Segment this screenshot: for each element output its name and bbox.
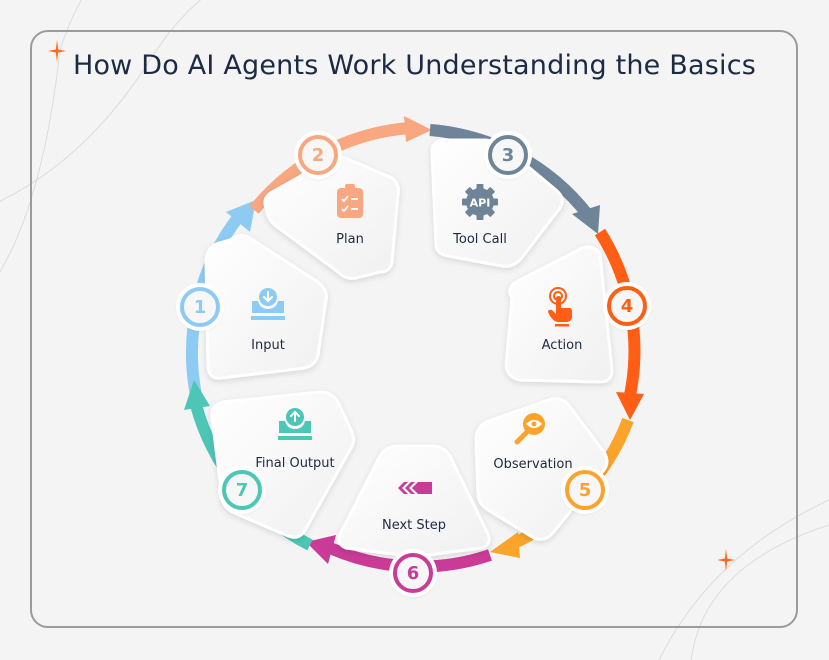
- api-gear-icon: API: [462, 184, 498, 220]
- step-number-3: 3: [488, 135, 528, 175]
- step-label-final-output: Final Output: [255, 456, 335, 471]
- sparkle-icon: [48, 40, 66, 62]
- step-number-2: 2: [298, 135, 338, 175]
- chevrons-left-icon: [398, 482, 432, 494]
- card-next-step: [337, 444, 491, 559]
- step-label-plan: Plan: [336, 232, 364, 247]
- tap-hand-icon: [548, 287, 572, 327]
- content-frame: [30, 30, 798, 628]
- step-number-4: 4: [607, 286, 647, 326]
- page-title: How Do AI Agents Work Understanding the …: [72, 50, 757, 81]
- upload-tray-icon: [278, 408, 312, 440]
- clipboard-checklist-icon: [337, 184, 363, 218]
- step-label-next-step: Next Step: [381, 518, 447, 533]
- sparkle-icon: [717, 549, 735, 571]
- step-number-7: 7: [222, 470, 262, 510]
- svg-text:API: API: [470, 197, 491, 210]
- step-label-input: Input: [251, 338, 285, 353]
- step-number-1: 1: [180, 287, 220, 327]
- magnifier-eye-icon: [514, 413, 545, 445]
- step-number-5: 5: [565, 470, 605, 510]
- step-label-observation: Observation: [493, 457, 573, 472]
- card-input: [204, 233, 328, 380]
- step-number-6: 6: [393, 553, 433, 593]
- step-label-action: Action: [541, 338, 583, 353]
- step-label-tool-call: Tool Call: [453, 232, 507, 247]
- download-tray-icon: [251, 288, 285, 320]
